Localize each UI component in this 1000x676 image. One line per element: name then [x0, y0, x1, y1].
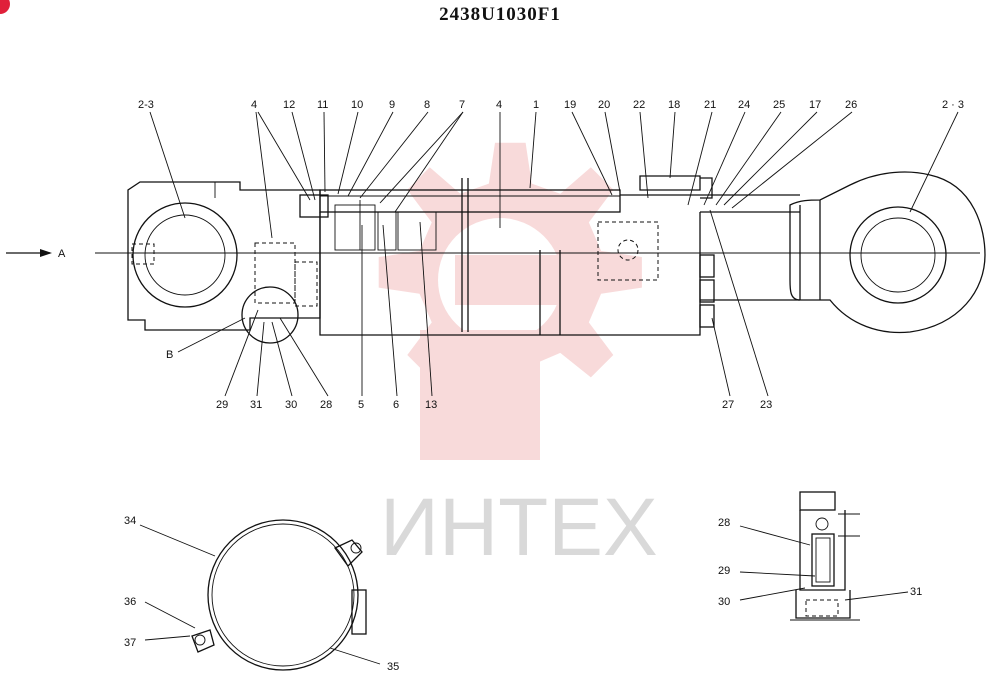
detail-callout-30: 30: [718, 596, 730, 608]
clamp-callouts: 34 36 37 35: [124, 515, 399, 673]
callout-10: 10: [351, 99, 363, 111]
callout-27: 27: [722, 399, 734, 411]
callout-29: 29: [216, 399, 228, 411]
corner-badge-icon: [0, 0, 10, 14]
callout-13: 13: [425, 399, 437, 411]
callouts-bottom: B 29 31 30 28 5 6 13 27 23: [166, 349, 772, 411]
rod-eye-right: [789, 171, 986, 334]
detail-b-circle: [241, 286, 299, 344]
callout-18: 18: [668, 99, 680, 111]
view-arrow-a: A: [6, 248, 66, 260]
detail-callout-28: 28: [718, 517, 730, 529]
callout-25: 25: [773, 99, 785, 111]
callout-20: 20: [598, 99, 610, 111]
piston-rod: [620, 175, 800, 301]
callout-2-3-right: 2 · 3: [942, 99, 964, 111]
callout-11: 11: [317, 99, 328, 111]
arrow-label: A: [58, 248, 66, 260]
callout-31: 31: [250, 399, 262, 411]
detail-callout-29: 29: [718, 565, 730, 577]
callout-21: 21: [704, 99, 716, 111]
callout-35: 35: [387, 661, 399, 673]
callout-2-3-left: 2-3: [138, 99, 154, 111]
callout-34: 34: [124, 515, 136, 527]
callout-17: 17: [809, 99, 821, 111]
callout-6: 6: [393, 399, 399, 411]
callout-37: 37: [124, 637, 136, 649]
drawing-title: 2438U1030F1: [439, 4, 561, 25]
leader-lines: [149, 111, 959, 397]
break-lines: [461, 178, 469, 332]
piston-assembly: [254, 194, 437, 307]
clamp-detail: [139, 519, 381, 671]
valve-detail: [739, 491, 909, 621]
cylinder-head-left: [127, 181, 321, 331]
callout-7: 7: [459, 99, 465, 111]
watermark-text: ИНТЕХ: [380, 482, 658, 573]
callout-1: 1: [533, 99, 539, 111]
callout-36: 36: [124, 596, 136, 608]
callout-22: 22: [633, 99, 645, 111]
callout-19: 19: [564, 99, 576, 111]
detail-callouts: 28 29 30 31: [718, 517, 922, 608]
watermark-logo-icon: [378, 142, 642, 460]
callout-30: 30: [285, 399, 297, 411]
callout-4-center: 4: [496, 99, 502, 111]
callout-8: 8: [424, 99, 430, 111]
detail-callout-31: 31: [910, 586, 922, 598]
callout-9: 9: [389, 99, 395, 111]
callout-28: 28: [320, 399, 332, 411]
callout-24: 24: [738, 99, 750, 111]
callout-23: 23: [760, 399, 772, 411]
callout-b: B: [166, 349, 173, 361]
cylinder-tube: [319, 189, 715, 336]
callout-5: 5: [358, 399, 364, 411]
callout-26: 26: [845, 99, 857, 111]
callout-12: 12: [283, 99, 295, 111]
callouts-top: 2-3 4 12 11 10 9 8 7 4 1 19 20 22 18 21 …: [138, 99, 964, 111]
callout-4: 4: [251, 99, 257, 111]
